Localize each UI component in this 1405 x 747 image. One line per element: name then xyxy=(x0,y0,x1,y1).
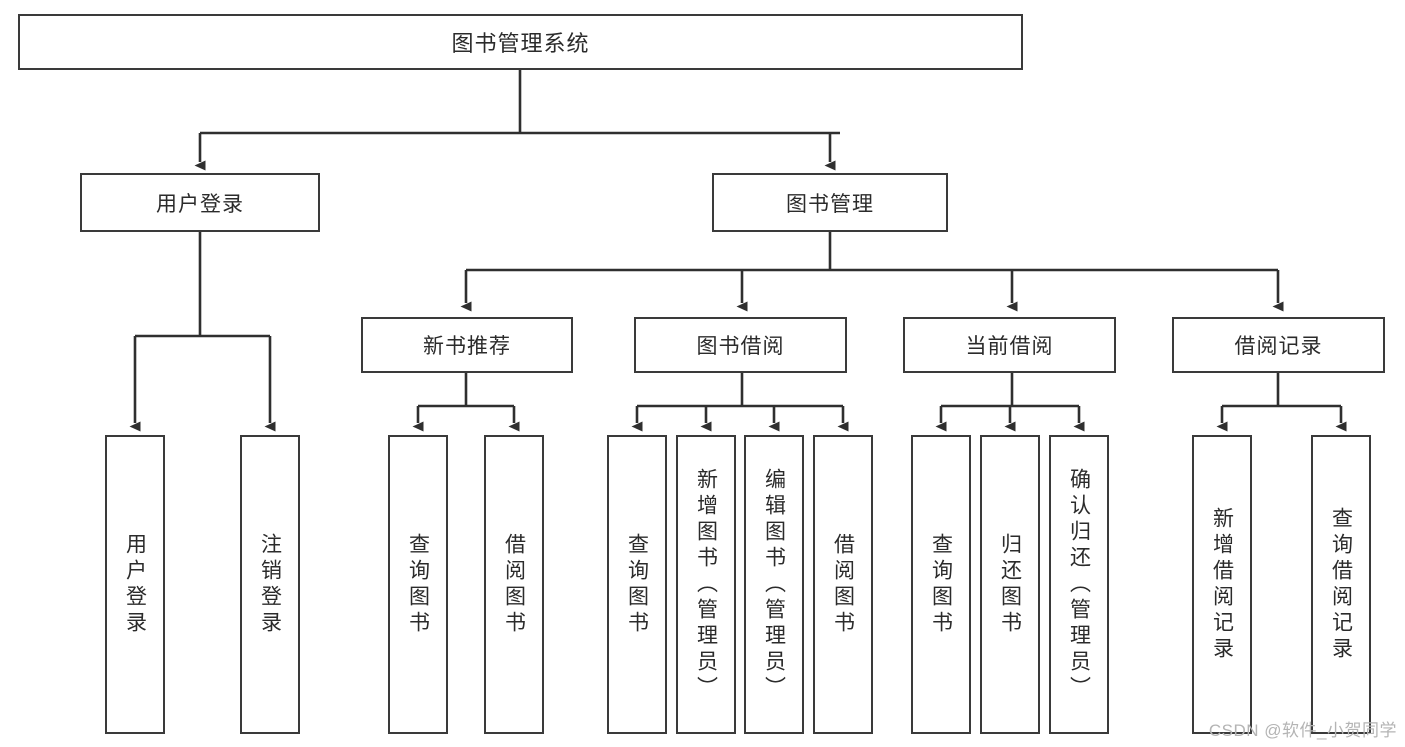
node-current-borrow[interactable]: 当前借阅 xyxy=(903,317,1116,373)
leaf-logout-login[interactable]: 注销登录 xyxy=(240,435,300,734)
leaf-user-login[interactable]: 用户登录 xyxy=(105,435,165,734)
leaf-query-book-current[interactable]: 查询图书 xyxy=(911,435,971,734)
node-label: 确认归还（管理员） xyxy=(1067,467,1091,702)
leaf-borrow-book[interactable]: 借阅图书 xyxy=(813,435,873,734)
node-label: 用户登录 xyxy=(156,192,244,216)
node-label: 图书管理 xyxy=(786,192,874,216)
node-label: 借阅图书 xyxy=(502,532,526,637)
leaf-borrow-book-recommend[interactable]: 借阅图书 xyxy=(484,435,544,734)
leaf-edit-book-admin[interactable]: 编辑图书（管理员） xyxy=(744,435,804,734)
watermark-text: CSDN @软件_小贺同学 xyxy=(1208,721,1397,740)
node-book-borrow[interactable]: 图书借阅 xyxy=(634,317,847,373)
leaf-query-borrow-record[interactable]: 查询借阅记录 xyxy=(1311,435,1371,734)
leaf-query-book-borrow[interactable]: 查询图书 xyxy=(607,435,667,734)
node-label: 当前借阅 xyxy=(965,335,1054,358)
node-label: 图书借阅 xyxy=(696,335,785,358)
node-root-system[interactable]: 图书管理系统 xyxy=(18,14,1023,70)
node-label: 注销登录 xyxy=(258,532,282,637)
leaf-return-book[interactable]: 归还图书 xyxy=(980,435,1040,734)
node-book-management[interactable]: 图书管理 xyxy=(712,173,948,232)
leaf-add-borrow-record[interactable]: 新增借阅记录 xyxy=(1192,435,1252,734)
node-user-login[interactable]: 用户登录 xyxy=(80,173,320,232)
leaf-confirm-return-admin[interactable]: 确认归还（管理员） xyxy=(1049,435,1109,734)
node-label: 新书推荐 xyxy=(423,335,511,358)
node-label: 编辑图书（管理员） xyxy=(762,467,786,702)
node-label: 新增借阅记录 xyxy=(1210,506,1234,663)
node-label: 新增图书（管理员） xyxy=(694,467,718,702)
node-label: 查询图书 xyxy=(625,532,649,637)
node-label: 图书管理系统 xyxy=(451,31,590,56)
leaf-query-book-recommend[interactable]: 查询图书 xyxy=(388,435,448,734)
node-label: 用户登录 xyxy=(123,532,147,637)
node-borrow-record[interactable]: 借阅记录 xyxy=(1172,317,1385,373)
node-label: 查询借阅记录 xyxy=(1329,506,1353,663)
node-new-book-recommend[interactable]: 新书推荐 xyxy=(361,317,573,373)
node-label: 查询图书 xyxy=(929,532,953,637)
node-label: 查询图书 xyxy=(406,532,430,637)
node-label: 借阅记录 xyxy=(1234,335,1323,358)
node-label: 借阅图书 xyxy=(831,532,855,637)
node-label: 归还图书 xyxy=(998,532,1022,637)
leaf-add-book-admin[interactable]: 新增图书（管理员） xyxy=(676,435,736,734)
